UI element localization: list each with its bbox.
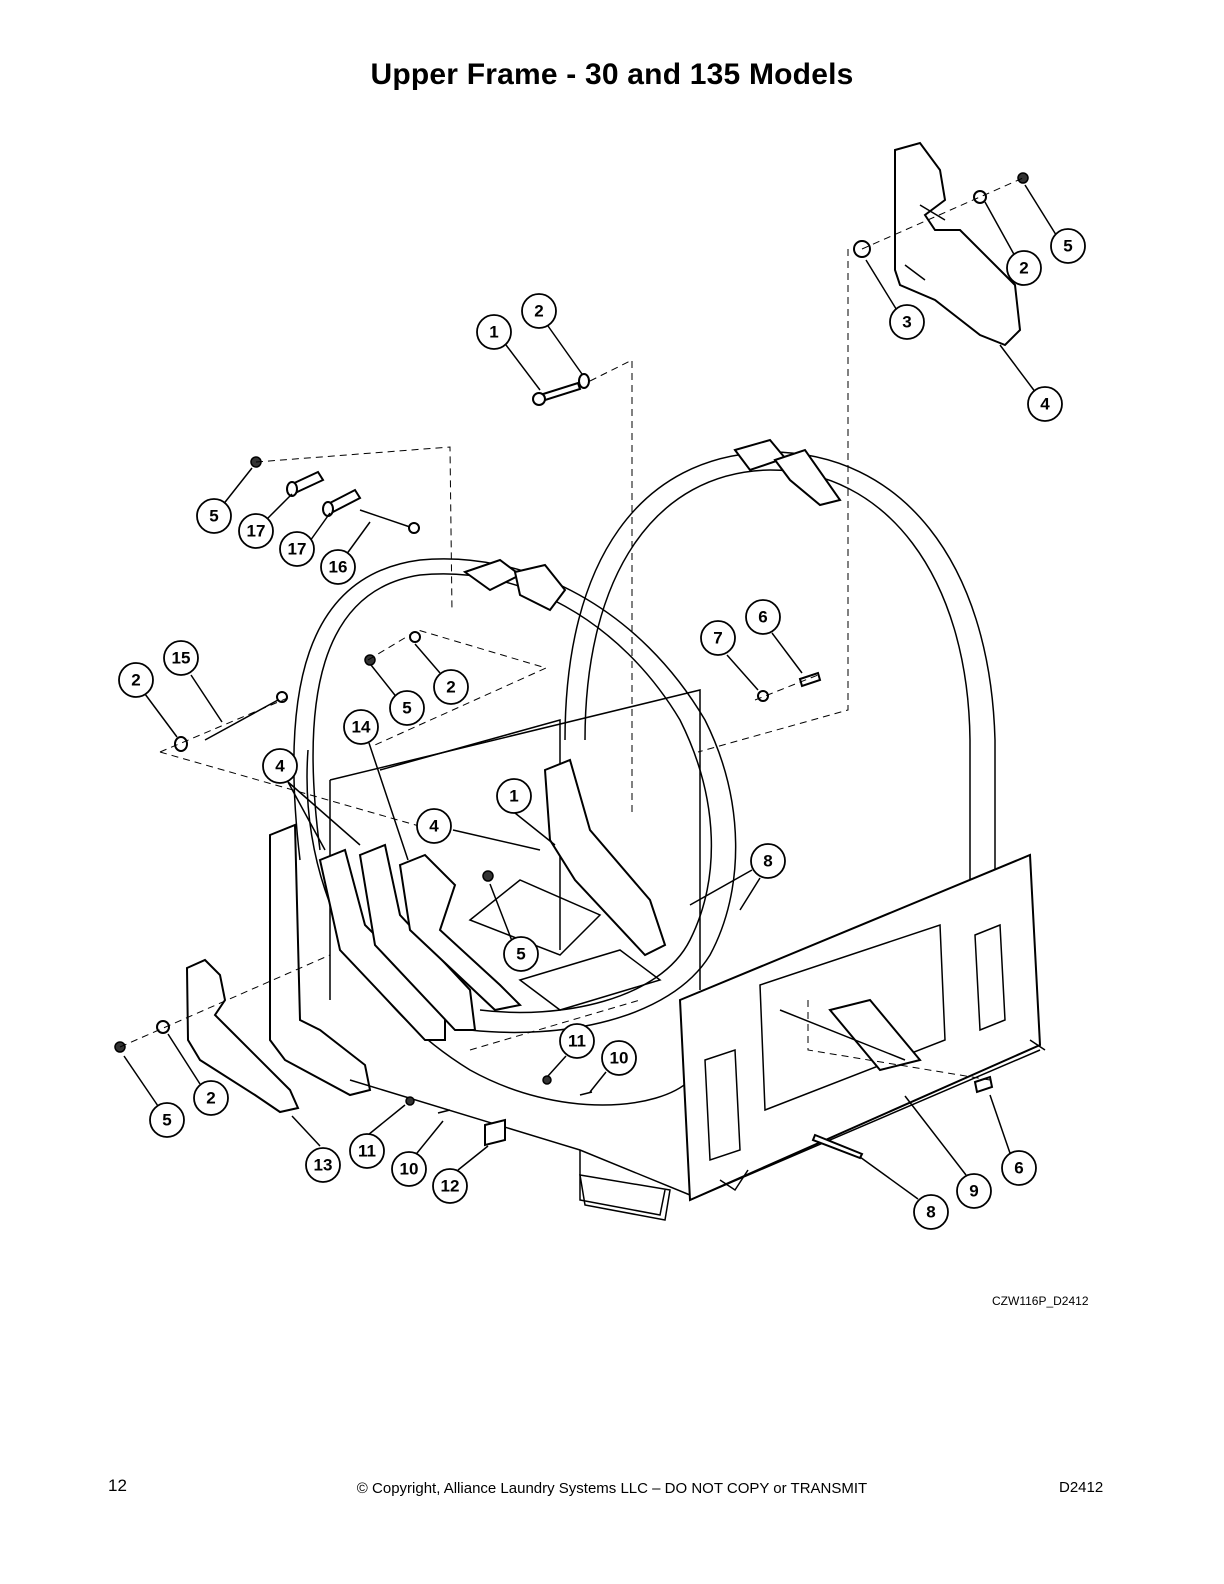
svg-text:1: 1 (509, 787, 518, 806)
document-number: D2412 (1059, 1479, 1104, 1496)
svg-text:11: 11 (358, 1142, 376, 1161)
callout-2-center-left: 2 (433, 669, 469, 705)
svg-text:8: 8 (926, 1203, 935, 1222)
svg-text:11: 11 (568, 1032, 586, 1051)
svg-text:4: 4 (275, 757, 285, 776)
callout-14: 14 (343, 709, 379, 745)
upper-frame-assembly (269, 438, 1046, 1221)
callout-2-left: 2 (118, 662, 154, 698)
svg-text:5: 5 (1063, 237, 1072, 256)
svg-text:5: 5 (402, 699, 411, 718)
figure-id: CZW116P_D2412 (992, 1294, 1089, 1308)
svg-text:4: 4 (1040, 395, 1050, 414)
callout-4-left: 4 (262, 748, 298, 784)
callouts: 1 2 5 2 3 4 5 17 17 16 2 15 5 2 14 7 6 4… (118, 228, 1086, 1230)
callout-5-center: 5 (503, 936, 539, 972)
callout-4-top-right: 4 (1027, 386, 1063, 422)
svg-text:5: 5 (516, 945, 525, 964)
callout-8-bottom: 8 (913, 1194, 949, 1230)
svg-text:12: 12 (441, 1177, 460, 1196)
svg-text:3: 3 (902, 313, 911, 332)
svg-text:5: 5 (162, 1111, 171, 1130)
svg-text:4: 4 (429, 817, 439, 836)
callout-2-top-right: 2 (1006, 250, 1042, 286)
svg-text:1: 1 (489, 323, 498, 342)
callout-12: 12 (432, 1168, 468, 1204)
callout-7: 7 (700, 620, 736, 656)
callout-5-center-left: 5 (389, 690, 425, 726)
callout-1-top: 1 (476, 314, 512, 350)
svg-text:10: 10 (610, 1049, 629, 1068)
callout-2-bottom-left: 2 (193, 1080, 229, 1116)
callout-17-a: 17 (238, 513, 274, 549)
svg-text:17: 17 (288, 540, 307, 559)
svg-text:2: 2 (534, 302, 543, 321)
svg-text:2: 2 (446, 678, 455, 697)
explosion-lines (119, 177, 1024, 1081)
copyright-notice: © Copyright, Alliance Laundry Systems LL… (356, 1480, 868, 1497)
svg-text:10: 10 (400, 1160, 419, 1179)
svg-text:6: 6 (1014, 1159, 1023, 1178)
page-title: Upper Frame - 30 and 135 Models (370, 58, 854, 91)
svg-text:2: 2 (206, 1089, 215, 1108)
svg-text:17: 17 (247, 522, 266, 541)
callout-8-right: 8 (750, 843, 786, 879)
callout-11-center: 11 (559, 1023, 595, 1059)
svg-text:9: 9 (969, 1182, 978, 1201)
callout-10-center: 10 (601, 1040, 637, 1076)
callout-10-bottom: 10 (391, 1151, 427, 1187)
svg-text:13: 13 (314, 1156, 333, 1175)
callout-15: 15 (163, 640, 199, 676)
callout-11-bottom: 11 (349, 1133, 385, 1169)
svg-text:6: 6 (758, 608, 767, 627)
svg-text:8: 8 (763, 852, 772, 871)
callout-9: 9 (956, 1173, 992, 1209)
svg-text:5: 5 (209, 507, 218, 526)
callout-5-bottom-left: 5 (149, 1102, 185, 1138)
callout-5-upper-left: 5 (196, 498, 232, 534)
svg-text:2: 2 (1019, 259, 1028, 278)
leader-lines (123, 184, 1059, 1200)
callout-17-b: 17 (279, 531, 315, 567)
callout-4-center: 4 (416, 808, 452, 844)
callout-16: 16 (320, 549, 356, 585)
svg-text:15: 15 (172, 649, 191, 668)
callout-2-top: 2 (521, 293, 557, 329)
callout-1-center: 1 (496, 778, 532, 814)
callout-6-upper: 6 (745, 599, 781, 635)
svg-text:16: 16 (329, 558, 348, 577)
callout-3: 3 (889, 304, 925, 340)
callout-6-lower: 6 (1001, 1150, 1037, 1186)
svg-text:7: 7 (713, 629, 722, 648)
svg-text:2: 2 (131, 671, 140, 690)
callout-5-top-right: 5 (1050, 228, 1086, 264)
exploded-parts (114, 141, 1029, 1147)
page-number: 12 (108, 1476, 127, 1495)
svg-text:14: 14 (352, 718, 371, 737)
callout-13: 13 (305, 1147, 341, 1183)
